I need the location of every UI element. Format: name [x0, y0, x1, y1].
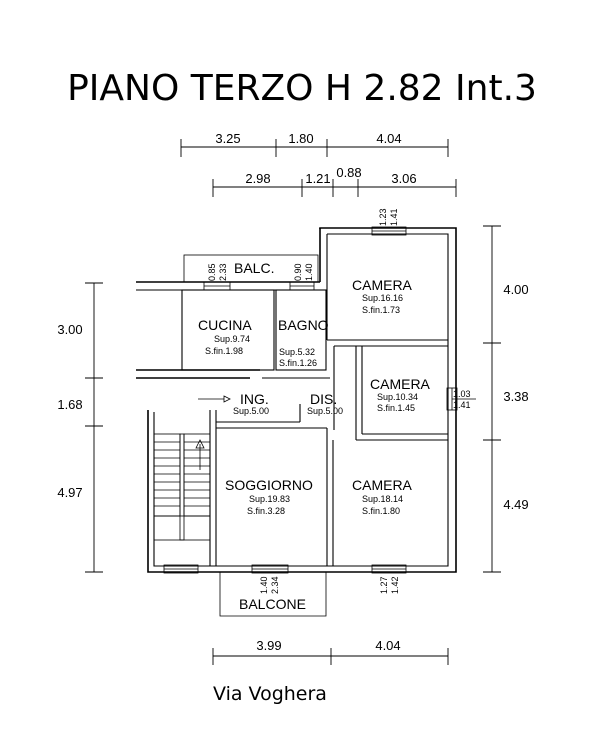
dimension-label: 1.68: [57, 397, 82, 412]
room-name-ing: ING.: [240, 391, 269, 407]
room-sup-bagno: Sup.5.32: [279, 347, 315, 357]
dimension-label: 3.38: [503, 389, 528, 404]
room-sfin-bagno: S.fin.1.26: [279, 358, 317, 368]
dimension-bottom: 3.99 4.04: [212, 638, 449, 665]
dimension-label: 3.99: [256, 638, 281, 653]
opening-label: 1.41: [453, 400, 471, 410]
opening-label: 1.42: [390, 576, 400, 594]
opening-label: 1.40: [304, 263, 314, 281]
dimension-label: 2.98: [245, 171, 270, 186]
room-name-camera3: CAMERA: [352, 477, 413, 493]
room-sup-camera1: Sup.16.16: [362, 293, 403, 303]
dimension-label: 4.97: [57, 485, 82, 500]
room-sfin-soggiorno: S.fin.3.28: [247, 506, 285, 516]
dimension-label: 4.49: [503, 497, 528, 512]
dimension-left: 3.00 1.68 4.97: [57, 282, 103, 573]
dimension-label: 3.06: [391, 171, 416, 186]
room-name-camera2: CAMERA: [370, 376, 431, 392]
room-name-balc: BALC.: [234, 260, 274, 276]
room-sup-ing: Sup.5.00: [233, 406, 269, 416]
room-name-cucina: CUCINA: [198, 317, 252, 333]
opening-label: 0.85: [207, 263, 217, 281]
opening-labels: 1.23 1.41 0.85 2.33 0.90 1.40 1.03 1.41 …: [207, 208, 476, 594]
entrance-arrow-icon: [198, 395, 231, 403]
dimension-label: 3.25: [215, 131, 240, 146]
dimension-label: 4.04: [375, 638, 400, 653]
plan-title: PIANO TERZO H 2.82 Int.3: [67, 68, 537, 109]
room-name-bagno: BAGNO: [278, 317, 329, 333]
opening-label: 1.27: [379, 576, 389, 594]
room-sup-soggiorno: Sup.19.83: [249, 494, 290, 504]
dimension-label: 4.04: [376, 131, 401, 146]
balcone-outline: [219, 572, 327, 617]
room-sup-camera3: Sup.18.14: [362, 494, 403, 504]
room-name-camera1: CAMERA: [352, 277, 413, 293]
opening-label: 0.90: [293, 263, 303, 281]
opening-label: 1.40: [259, 576, 269, 594]
room-sfin-cucina: S.fin.1.98: [205, 346, 243, 356]
dimension-top-row2: 2.98 1.21 0.88 3.06: [212, 165, 457, 197]
balc-outline: [183, 254, 319, 283]
dimension-top-row1: 3.25 1.80 4.04: [180, 131, 449, 157]
opening-label: 2.34: [270, 576, 280, 594]
room-name-soggiorno: SOGGIORNO: [225, 477, 313, 493]
dimension-label: 3.00: [57, 322, 82, 337]
room-sfin-camera3: S.fin.1.80: [362, 506, 400, 516]
room-labels: BALC. CUCINA Sup.9.74 S.fin.1.98 BAGNO S…: [198, 260, 431, 612]
room-sup-dis: Sup.5.00: [307, 406, 343, 416]
room-sfin-camera1: S.fin.1.73: [362, 305, 400, 315]
opening-label: 1.23: [378, 208, 388, 226]
dimension-label: 1.21: [305, 171, 330, 186]
dimension-label: 0.88: [336, 165, 361, 180]
dimension-right: 4.00 3.38 4.49: [483, 225, 529, 573]
room-sup-cucina: Sup.9.74: [214, 334, 250, 344]
opening-label: 1.41: [389, 208, 399, 226]
stairs: [153, 433, 211, 541]
room-sup-camera2: Sup.10.34: [377, 392, 418, 402]
room-sfin-camera2: S.fin.1.45: [377, 403, 415, 413]
opening-label: 1.03: [453, 389, 471, 399]
street-address: Via Voghera: [213, 683, 327, 705]
opening-label: 2.33: [218, 263, 228, 281]
room-name-dis: DIS.: [310, 391, 337, 407]
room-name-balcone: BALCONE: [239, 596, 306, 612]
dimension-label: 4.00: [503, 282, 528, 297]
dimension-label: 1.80: [288, 131, 313, 146]
